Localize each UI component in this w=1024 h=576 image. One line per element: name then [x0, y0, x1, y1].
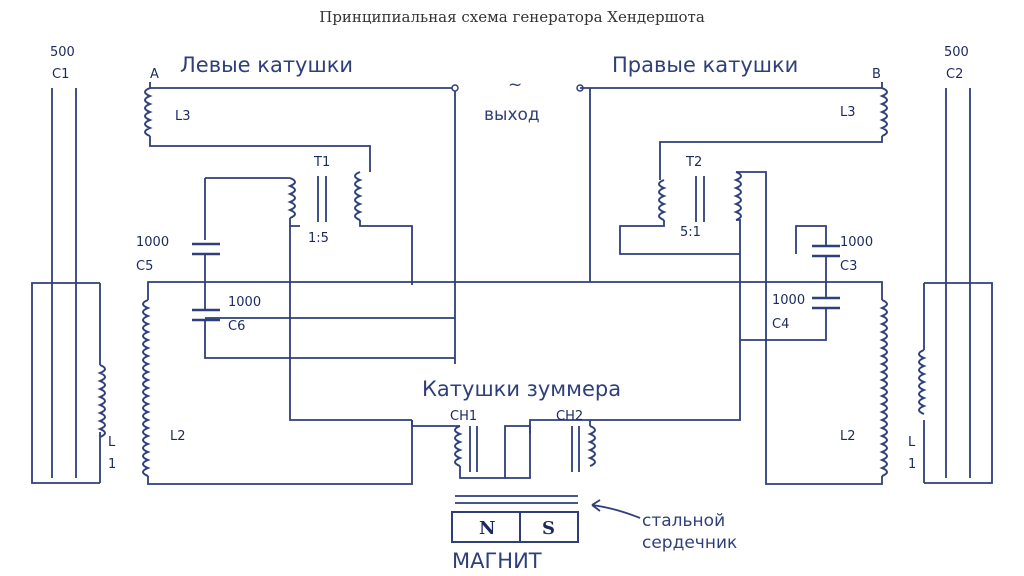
steel-core-arrow	[591, 499, 641, 519]
heading-output: выход	[484, 105, 540, 125]
magnet-south-label: S	[542, 518, 555, 539]
heading-buzzer-coils: Катушки зуммера	[422, 377, 621, 401]
wire-l2-left-top	[147, 281, 455, 300]
wire-left-top	[149, 82, 455, 89]
coil-l1-left-frame	[31, 282, 101, 484]
magnet	[451, 511, 579, 543]
label-t2: T2	[685, 155, 702, 170]
coil-l3-left	[144, 87, 153, 137]
label-l1-right-b: 1	[908, 457, 916, 472]
label-l3-right: L3	[840, 105, 856, 120]
buzzer-coil-ch1	[411, 420, 530, 479]
heading-steel-core-1: стальной	[642, 511, 725, 531]
label-l3-left: L3	[175, 109, 191, 124]
wire-l2-right-top	[590, 281, 883, 300]
label-t2-ratio: 5:1	[680, 225, 701, 240]
label-l1-right-a: L	[908, 435, 916, 450]
label-c5-name: C5	[136, 259, 153, 274]
capacitor-c5	[192, 242, 220, 256]
coil-l1-right	[918, 349, 927, 415]
capacitor-c3	[812, 244, 840, 258]
label-l2-left: L2	[170, 429, 186, 444]
label-t1: T1	[313, 155, 330, 170]
label-c6-value: 1000	[228, 295, 261, 310]
label-c2-value: 500	[944, 45, 969, 60]
label-c6-name: C6	[228, 319, 245, 334]
heading-left-coils: Левые катушки	[180, 53, 353, 77]
capacitor-c6	[192, 308, 220, 322]
label-a: A	[150, 67, 159, 82]
coil-l1-left	[97, 364, 106, 438]
coil-l1-right-frame	[923, 282, 993, 484]
label-c4-value: 1000	[772, 293, 805, 308]
page-title: Принципиальная схема генератора Хендершо…	[319, 8, 705, 26]
label-c3-value: 1000	[840, 235, 873, 250]
label-c1-value: 500	[50, 45, 75, 60]
label-b: B	[872, 67, 881, 82]
label-c2-name: C2	[946, 67, 963, 82]
coil-l3-right	[879, 87, 888, 137]
capacitor-c4	[812, 296, 840, 310]
coil-l2-right	[879, 299, 888, 477]
output-symbol: ~	[508, 75, 522, 95]
transformer-t2	[619, 171, 767, 282]
magnet-north-label: N	[479, 518, 495, 539]
wire-right-top	[580, 82, 883, 89]
steel-core	[455, 495, 578, 504]
label-c5-value: 1000	[136, 235, 169, 250]
wire-t1-primary-drop	[289, 226, 412, 421]
label-c3-name: C3	[840, 259, 857, 274]
label-l2-right: L2	[840, 429, 856, 444]
output-terminals	[451, 84, 584, 92]
coil-l2-left	[142, 299, 151, 477]
label-t1-ratio: 1:5	[308, 231, 329, 246]
label-ch1: CH1	[450, 409, 477, 424]
heading-steel-core-2: сердечник	[642, 533, 737, 553]
wire-l3-left-bottom	[149, 136, 371, 172]
label-l1-left-b: 1	[108, 457, 116, 472]
heading-right-coils: Правые катушки	[612, 53, 798, 77]
buzzer-coil-ch2	[505, 420, 596, 479]
transformer-t1	[205, 171, 413, 285]
label-ch2: CH2	[556, 409, 583, 424]
label-c4-name: C4	[772, 317, 789, 332]
heading-magnet: МАГНИТ	[452, 549, 542, 573]
label-l1-left-a: L	[108, 435, 116, 450]
label-c1-name: C1	[52, 67, 69, 82]
